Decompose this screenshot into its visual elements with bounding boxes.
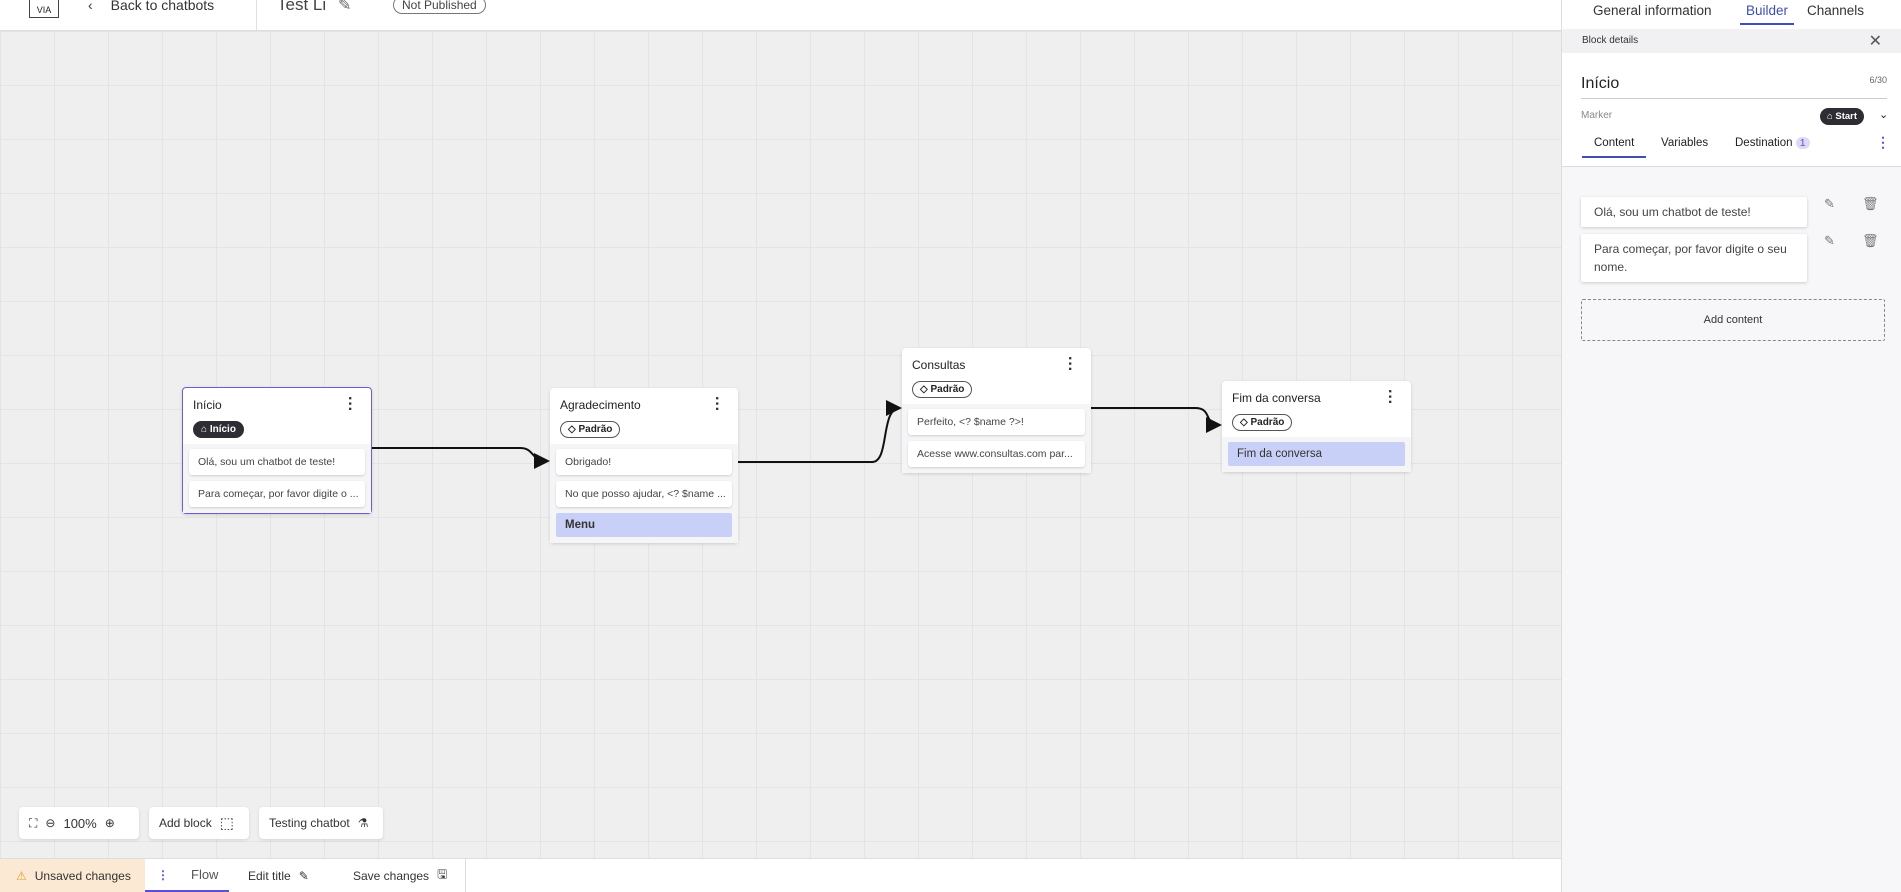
zoom-controls: ⛶ ⊖ 100% ⊕: [19, 807, 139, 839]
divider: [256, 0, 257, 30]
block-title: Agradecimento: [560, 398, 641, 412]
fit-screen-icon[interactable]: ⛶: [29, 815, 38, 830]
trash-icon[interactable]: 🗑: [1862, 233, 1879, 248]
message-item[interactable]: Perfeito, <? $name ?>!: [908, 409, 1085, 435]
message-item[interactable]: Olá, sou um chatbot de teste!: [189, 449, 365, 475]
marker-tag: ◇ Padrão: [912, 381, 973, 398]
trash-icon[interactable]: 🗑: [1862, 196, 1879, 211]
tab-flow[interactable]: ⋮Flow: [145, 859, 229, 892]
block-details-panel: General information Builder Channels Blo…: [1561, 0, 1901, 892]
zoom-out-icon[interactable]: ⊖: [45, 816, 56, 830]
message-item[interactable]: No que posso ajudar, <? $name ...: [556, 481, 732, 507]
tab-builder[interactable]: Builder: [1740, 3, 1795, 25]
subtab-variables[interactable]: Variables: [1661, 137, 1709, 149]
block-inicio[interactable]: Início ··· ⌂ Início Olá, sou um chatbot d…: [182, 387, 372, 514]
block-title: Início: [193, 398, 222, 412]
message-item[interactable]: Para começar, por favor digite o ...: [189, 481, 365, 507]
message-item[interactable]: Acesse www.consultas.com par...: [908, 441, 1085, 467]
edit-icon[interactable]: ✎: [1824, 196, 1835, 211]
content-item[interactable]: Para começar, por favor digite o seu nom…: [1581, 234, 1807, 282]
edge-agradecimento-consultas: [738, 400, 902, 463]
save-icon: 🖫: [437, 867, 448, 881]
block-title: Fim da conversa: [1232, 391, 1321, 405]
kebab-icon[interactable]: ⋮: [1876, 134, 1890, 150]
edit-title-button[interactable]: Edit title✎: [248, 868, 309, 883]
zoom-level: 100%: [63, 815, 97, 831]
kebab-icon[interactable]: ⋮: [157, 867, 169, 882]
marker-select[interactable]: ⌂ Start: [1820, 108, 1865, 125]
add-block-icon: ⬚: [219, 815, 234, 832]
home-icon: ⌂: [201, 424, 210, 435]
subtab-content[interactable]: Content: [1582, 137, 1647, 158]
block-consultas[interactable]: Consultas ··· ◇ Padrão Perfeito, <? $name…: [902, 348, 1091, 473]
edges: [372, 400, 1222, 469]
main-tabs: General information Builder Channels: [1562, 0, 1901, 29]
flask-icon: ⚗: [357, 816, 369, 830]
tag-icon: ◇: [568, 424, 579, 435]
block-agradecimento[interactable]: Agradecimento ··· ◇ Padrão Obrigado! No qu…: [550, 388, 738, 543]
content-item[interactable]: Olá, sou um chatbot de teste!: [1581, 197, 1807, 227]
edit-icon[interactable]: ✎: [1824, 233, 1835, 248]
tag-icon: ◇: [1240, 417, 1251, 428]
edge-inicio-agradecimento: [372, 447, 550, 469]
marker-label: Marker: [1581, 110, 1613, 121]
add-content-button[interactable]: Add content: [1581, 299, 1885, 341]
close-icon[interactable]: ✕: [1868, 33, 1882, 50]
more-options-icon[interactable]: ···: [708, 396, 725, 412]
home-icon: ⌂: [1827, 111, 1836, 122]
chatbot-title: Test Li: [277, 0, 327, 14]
end-option[interactable]: Fim da conversa: [1228, 442, 1405, 466]
subtab-destination[interactable]: Destination 1: [1735, 137, 1810, 149]
char-count: 6/30: [1869, 75, 1887, 85]
zoom-in-icon[interactable]: ⊕: [104, 816, 115, 830]
warning-icon: ⚠: [16, 868, 27, 883]
pencil-icon: ✎: [298, 868, 309, 883]
edge-consultas-fim: [1091, 407, 1222, 433]
tab-general-information[interactable]: General information: [1593, 3, 1712, 18]
tag-icon: ◇: [920, 384, 931, 395]
marker-tag: ⌂ Início: [193, 421, 244, 438]
top-bar: VIA ‹Back to chatbots Test Li ✎ Not Publ…: [0, 0, 1561, 31]
destination-count-badge: 1: [1795, 137, 1810, 149]
message-item[interactable]: Obrigado!: [556, 449, 732, 475]
block-fim-da-conversa[interactable]: Fim da conversa ··· ◇ Padrão Fim da conve…: [1222, 381, 1411, 472]
edit-title-icon[interactable]: ✎: [338, 0, 352, 14]
tab-channels[interactable]: Channels: [1807, 3, 1865, 18]
save-changes-button[interactable]: Save changes🖫: [353, 859, 447, 892]
marker-tag: ◇ Padrão: [560, 421, 621, 438]
bottom-bar: ⚠Unsaved changes ⋮Flow Edit title✎ Save …: [0, 858, 1561, 892]
menu-option[interactable]: Menu: [556, 513, 732, 537]
status-badge: Not Published: [393, 0, 486, 14]
more-options-icon[interactable]: ···: [341, 396, 358, 412]
unsaved-changes-indicator: ⚠Unsaved changes: [0, 859, 145, 892]
chevron-left-icon: ‹: [88, 0, 93, 13]
add-block-button[interactable]: Add block⬚: [149, 807, 249, 839]
more-options-icon[interactable]: ···: [1381, 389, 1398, 405]
testing-chatbot-button[interactable]: Testing chatbot⚗: [259, 807, 383, 839]
block-details-header: Block details✕: [1562, 29, 1901, 53]
marker-tag: ◇ Padrão: [1232, 414, 1293, 431]
chevron-down-icon[interactable]: ⌄: [1879, 109, 1889, 121]
back-to-chatbots-link[interactable]: ‹Back to chatbots: [88, 0, 214, 13]
block-title: Consultas: [912, 358, 966, 372]
block-name-input[interactable]: Início: [1581, 75, 1620, 92]
logo: VIA: [29, 0, 59, 18]
more-options-icon[interactable]: ···: [1061, 356, 1078, 372]
divider: [465, 859, 466, 892]
